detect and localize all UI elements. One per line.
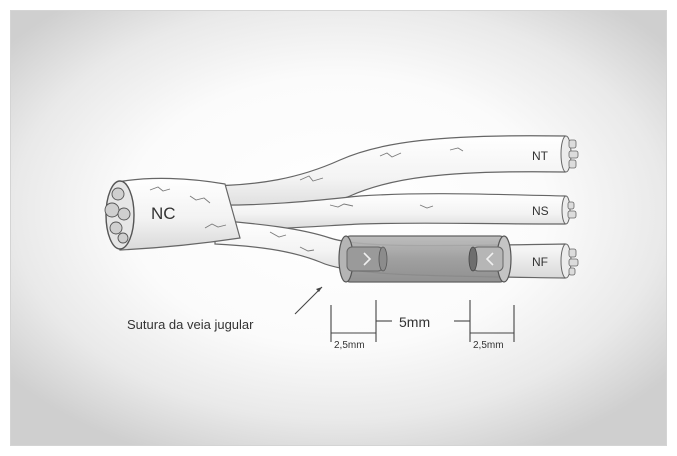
label-gap-5mm: 5mm — [399, 314, 430, 330]
label-nt: NT — [532, 149, 549, 163]
suture-leader-line — [295, 287, 322, 314]
nf-fascicles — [569, 249, 578, 275]
nerve-trunk-nc — [118, 178, 240, 250]
proximal-stump — [347, 247, 383, 271]
suture-arrowhead — [316, 287, 322, 292]
label-left-overlap: 2,5mm — [334, 340, 365, 351]
label-nc: NC — [151, 204, 176, 223]
label-suture: Sutura da veia jugular — [127, 317, 254, 332]
distal-stump-end — [469, 247, 477, 271]
ns-end-cap — [562, 196, 570, 224]
nt-fascicles — [569, 140, 578, 168]
proximal-stump-end — [379, 247, 387, 271]
label-right-overlap: 2,5mm — [473, 340, 504, 351]
label-ns: NS — [532, 204, 549, 218]
label-nf: NF — [532, 255, 548, 269]
